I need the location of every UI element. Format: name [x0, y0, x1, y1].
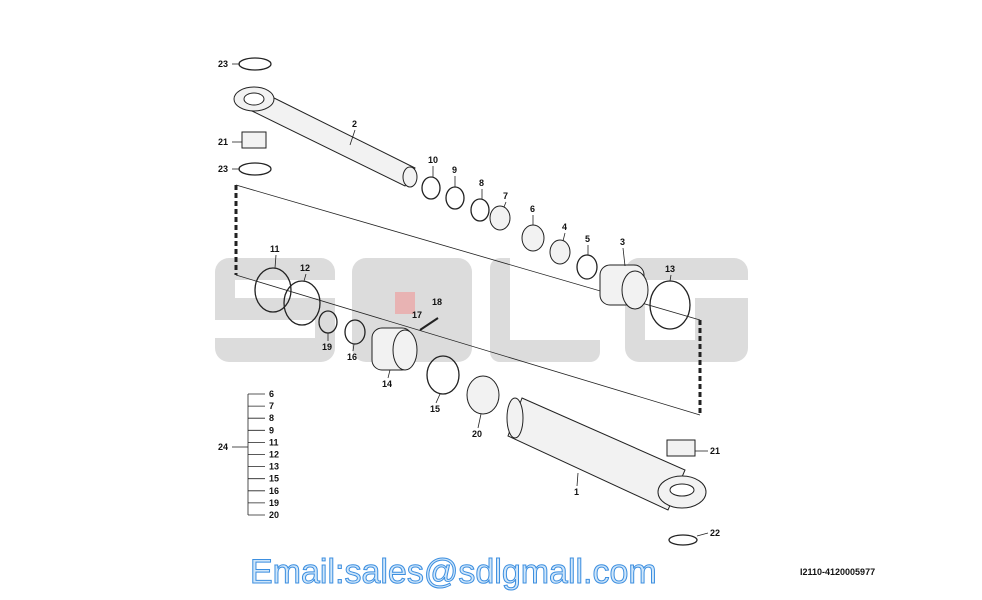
- callout: 14: [382, 379, 392, 389]
- sdlg-watermark: [215, 258, 748, 362]
- drawing-code: I2110-4120005977: [800, 567, 876, 577]
- cylinder-barrel: [506, 397, 707, 546]
- callout: 2: [352, 119, 357, 129]
- kit-item: 15: [269, 474, 279, 484]
- callout: 6: [530, 204, 535, 214]
- kit-number: 24: [218, 442, 228, 452]
- kit-item: 19: [269, 498, 279, 508]
- callout: 4: [562, 222, 567, 232]
- callout: 20: [472, 429, 482, 439]
- callout: 11: [270, 244, 280, 254]
- kit-item: 16: [269, 486, 279, 496]
- callouts: 23 2 21 23 10 9 8 7 6 4 5 3 13 11 12 18 …: [218, 59, 720, 538]
- callout: 7: [503, 191, 508, 201]
- kit-item: 8: [269, 413, 274, 423]
- callout: 23: [218, 59, 228, 69]
- callout: 23: [218, 164, 228, 174]
- callout: 16: [347, 352, 357, 362]
- kit-legend: 24 6 7 8 9 11 12 13 15 16 19 20: [218, 389, 279, 520]
- callout: 8: [479, 178, 484, 188]
- callout: 3: [620, 237, 625, 247]
- kit-item: 12: [269, 450, 279, 460]
- callout: 19: [322, 342, 332, 352]
- callout: 5: [585, 234, 590, 244]
- callout: 15: [430, 404, 440, 414]
- rings: [238, 57, 691, 415]
- callout: 17: [412, 310, 422, 320]
- callout: 18: [432, 297, 442, 307]
- email-watermark: Email:sales@sdlgmall.com: [250, 553, 658, 592]
- callout: 22: [710, 528, 720, 538]
- callout: 9: [452, 165, 457, 175]
- piston-rod: [233, 86, 418, 188]
- kit-item: 13: [269, 462, 279, 472]
- callout: 12: [300, 263, 310, 273]
- callout: 21: [710, 446, 720, 456]
- callout: 13: [665, 264, 675, 274]
- kit-item: 11: [269, 437, 279, 447]
- kit-item: 6: [269, 389, 274, 399]
- kit-item: 9: [269, 425, 274, 435]
- kit-item: 7: [269, 401, 274, 411]
- callout: 21: [218, 137, 228, 147]
- kit-item: 20: [269, 510, 279, 520]
- callout: 1: [574, 487, 579, 497]
- callout: 10: [428, 155, 438, 165]
